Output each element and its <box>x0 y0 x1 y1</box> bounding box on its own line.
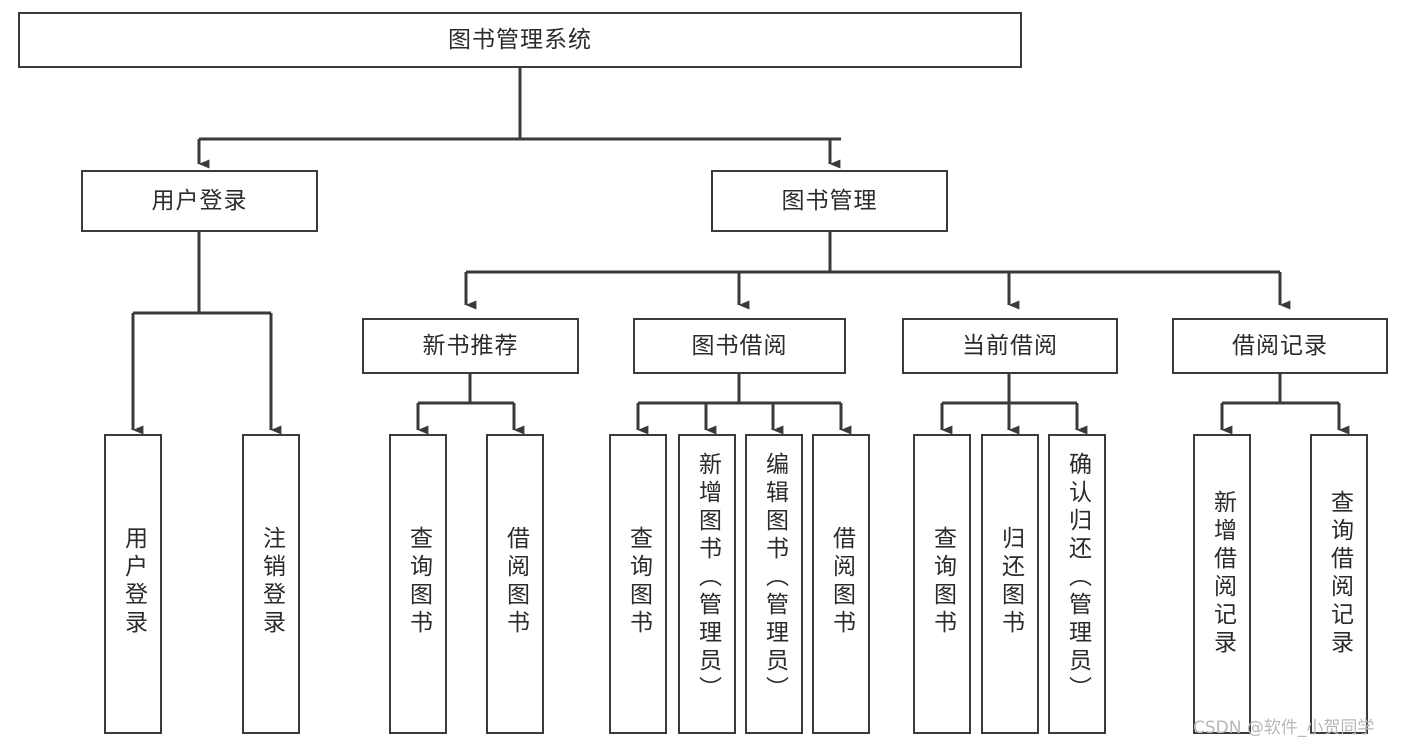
leaf-add-book-admin[interactable]: 新增图书（管理员） <box>678 434 736 734</box>
leaf-borrow-book-recommend-label: 借阅图书 <box>502 526 529 638</box>
leaf-borrow-book-recommend[interactable]: 借阅图书 <box>486 434 544 734</box>
leaf-user-login-label: 用户登录 <box>120 526 147 638</box>
watermark-text: CSDN @软件_小贺同学 <box>1193 718 1375 738</box>
leaf-logout[interactable]: 注销登录 <box>242 434 300 734</box>
node-root[interactable]: 图书管理系统 <box>18 12 1022 68</box>
leaf-return-book-label: 归还图书 <box>997 526 1024 638</box>
leaf-query-borrow-record[interactable]: 查询借阅记录 <box>1310 434 1368 734</box>
node-book-borrow[interactable]: 图书借阅 <box>633 318 846 374</box>
node-book-borrow-label: 图书借阅 <box>691 332 788 359</box>
leaf-query-book-current-label: 查询图书 <box>929 526 956 638</box>
leaf-borrow-book-borrow-label: 借阅图书 <box>828 526 855 638</box>
node-current-borrow[interactable]: 当前借阅 <box>902 318 1118 374</box>
leaf-query-book-borrow[interactable]: 查询图书 <box>609 434 667 734</box>
leaf-borrow-book-borrow[interactable]: 借阅图书 <box>812 434 870 734</box>
leaf-edit-book-admin[interactable]: 编辑图书（管理员） <box>745 434 803 734</box>
leaf-add-book-admin-label: 新增图书（管理员） <box>694 452 721 704</box>
leaf-query-book-recommend-label: 查询图书 <box>405 526 432 638</box>
leaf-return-book[interactable]: 归还图书 <box>981 434 1039 734</box>
node-new-book-recommend[interactable]: 新书推荐 <box>362 318 579 374</box>
leaf-query-book-recommend[interactable]: 查询图书 <box>389 434 447 734</box>
node-book-management-label: 图书管理 <box>781 187 878 214</box>
leaf-query-borrow-record-label: 查询借阅记录 <box>1326 490 1353 658</box>
leaf-query-book-borrow-label: 查询图书 <box>625 526 652 638</box>
leaf-query-book-current[interactable]: 查询图书 <box>913 434 971 734</box>
leaf-edit-book-admin-label: 编辑图书（管理员） <box>761 452 788 704</box>
leaf-confirm-return-admin[interactable]: 确认归还（管理员） <box>1048 434 1106 734</box>
node-user-login-label: 用户登录 <box>151 187 248 214</box>
node-borrow-records[interactable]: 借阅记录 <box>1172 318 1388 374</box>
leaf-confirm-return-admin-label: 确认归还（管理员） <box>1064 452 1091 704</box>
leaf-user-login[interactable]: 用户登录 <box>104 434 162 734</box>
node-borrow-records-label: 借阅记录 <box>1232 332 1328 359</box>
leaf-logout-label: 注销登录 <box>258 526 285 638</box>
node-new-book-recommend-label: 新书推荐 <box>422 332 519 359</box>
node-user-login[interactable]: 用户登录 <box>81 170 318 232</box>
leaf-add-borrow-record[interactable]: 新增借阅记录 <box>1193 434 1251 734</box>
node-root-label: 图书管理系统 <box>448 26 592 53</box>
node-current-borrow-label: 当前借阅 <box>962 332 1058 359</box>
leaf-add-borrow-record-label: 新增借阅记录 <box>1209 490 1236 658</box>
node-book-management[interactable]: 图书管理 <box>711 170 948 232</box>
